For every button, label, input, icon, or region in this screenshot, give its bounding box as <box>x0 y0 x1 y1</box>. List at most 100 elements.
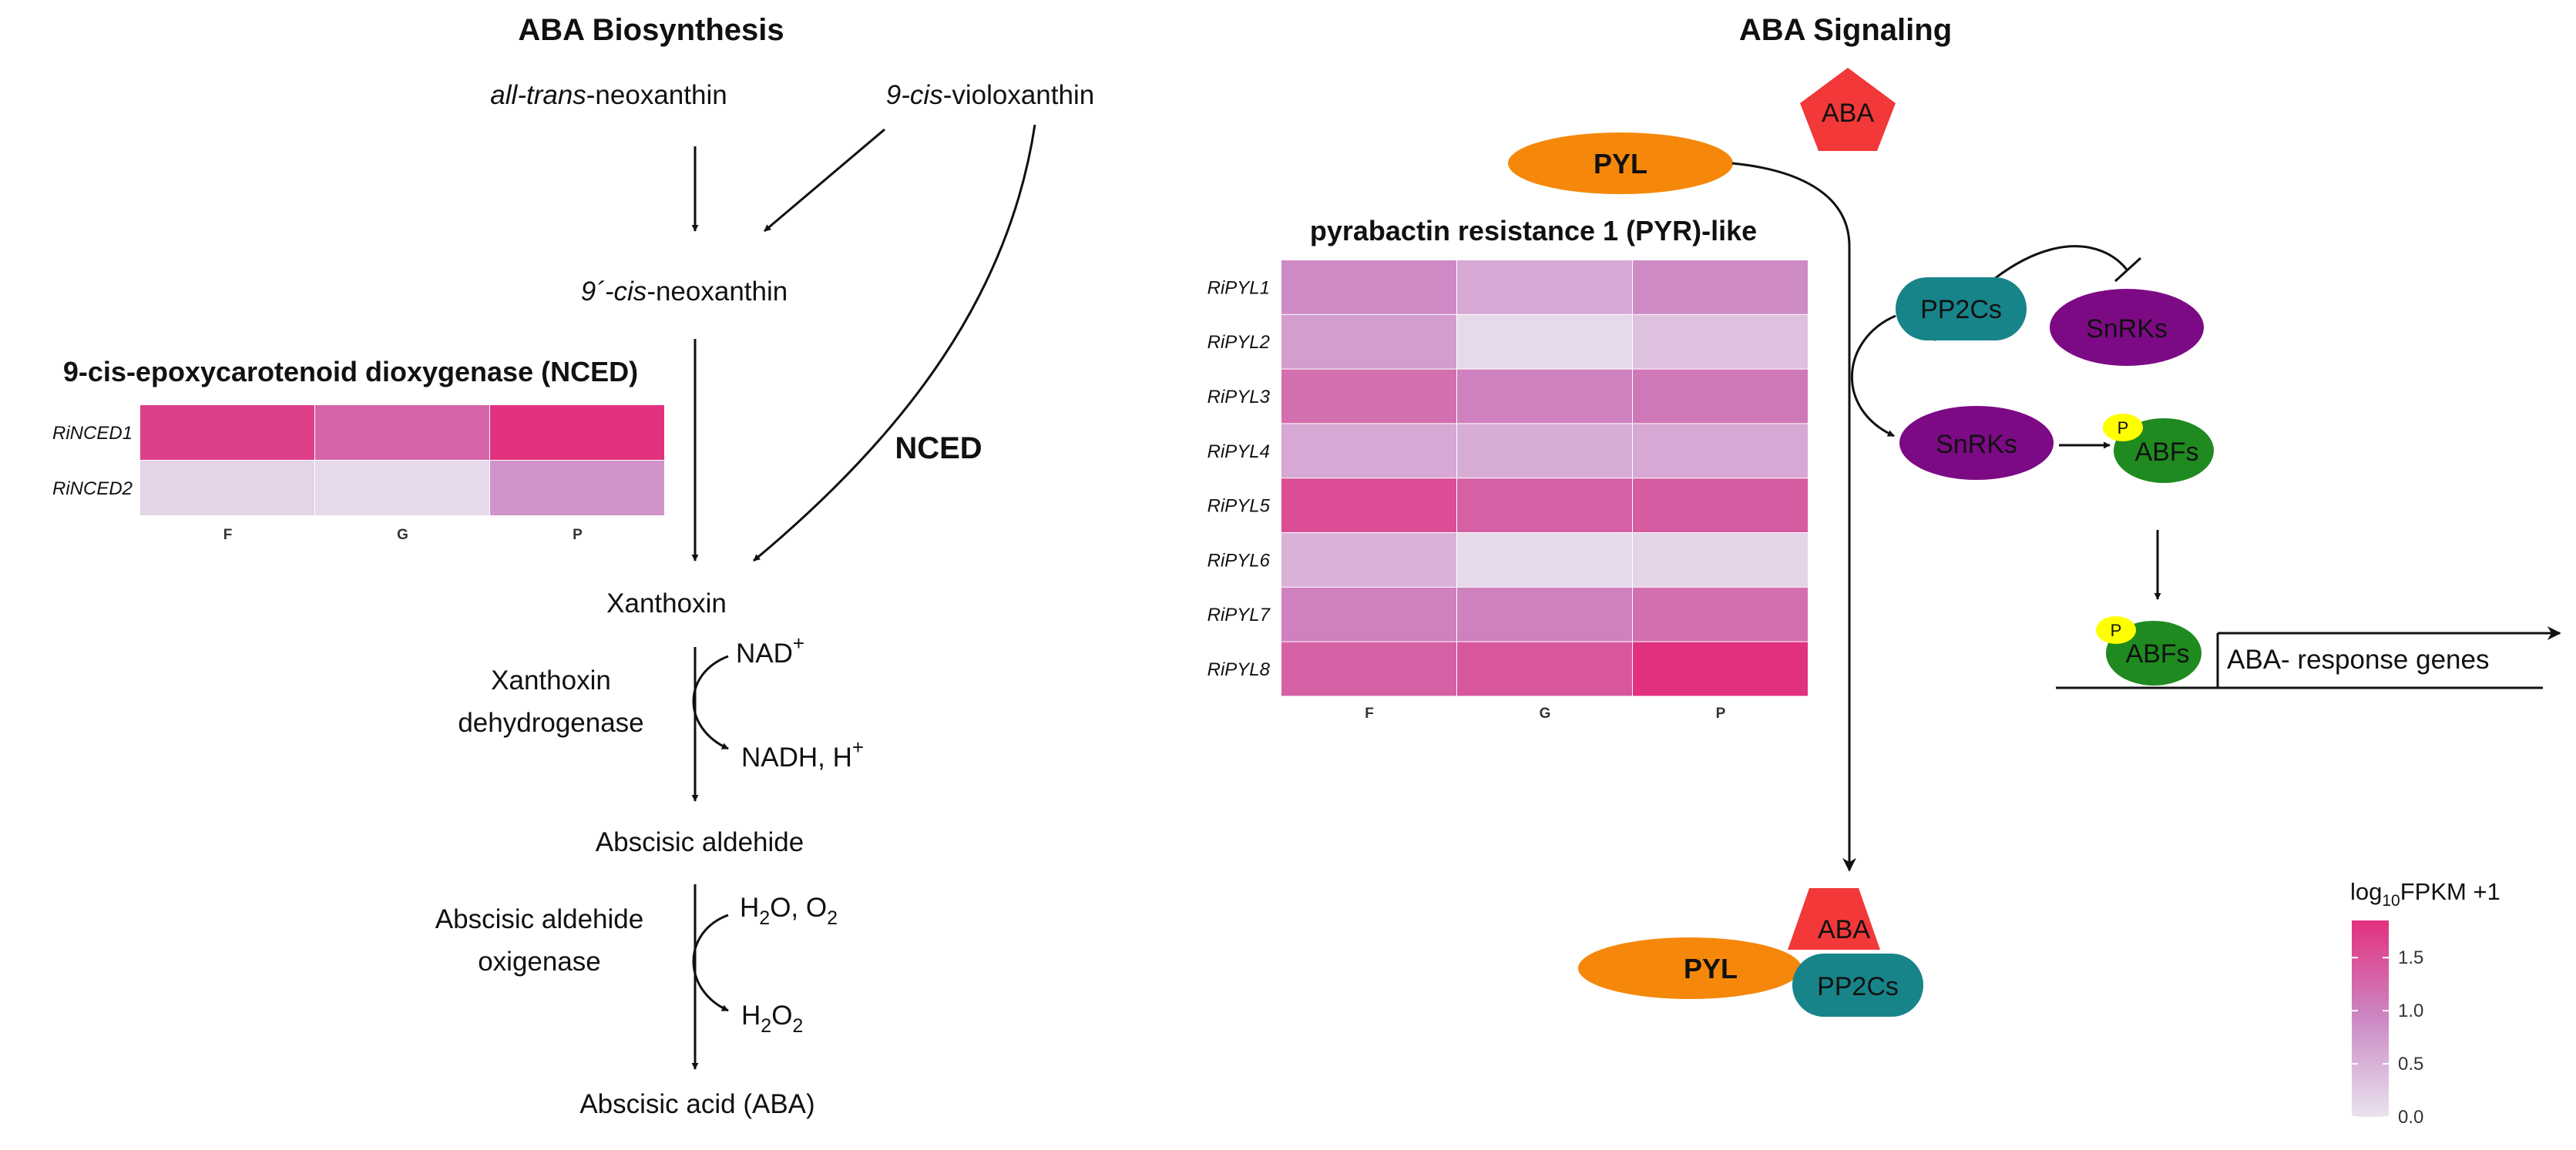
arrow-violoxanthin <box>764 128 885 233</box>
pyl-ellipse-bottom <box>1578 937 1802 999</box>
pyl-row-label: RiPYL8 <box>1207 659 1271 680</box>
nced-cell-RiNCED2-F <box>140 461 314 515</box>
nced-row-label: RiNCED2 <box>52 478 133 499</box>
nadh-label: NADH, H+ <box>741 736 864 773</box>
pyl-cell-RiPYL1-P <box>1633 260 1808 314</box>
nced-heatmap-title: 9-cis-epoxycarotenoid dioxygenase (NCED) <box>63 356 638 387</box>
pp2cs-pill-top <box>1896 277 2027 340</box>
pyl-cell-RiPYL5-G <box>1457 478 1632 532</box>
pyl-cell-RiPYL5-F <box>1281 478 1456 532</box>
pyl-cell-RiPYL6-F <box>1281 533 1456 587</box>
nced-col-label: G <box>397 527 408 543</box>
p-label-top: P <box>2118 418 2129 438</box>
aba-label-bottom: ABA <box>1818 915 1870 944</box>
abscisic-acid-label: Abscisic acid (ABA) <box>579 1089 814 1119</box>
legend-tick-label: 0.5 <box>2398 1054 2423 1075</box>
p-label-bound: P <box>2111 621 2122 640</box>
release-arrow <box>1851 314 1896 438</box>
inhibition-bar <box>2114 256 2142 283</box>
pyl-label-top: PYL <box>1594 148 1647 179</box>
pyl-col-label: F <box>1365 706 1374 722</box>
h2o-o2-label: H2O, O2 <box>740 893 838 929</box>
pyl-cell-RiPYL2-G <box>1457 314 1632 369</box>
pyl-label-bottom: PYL <box>1684 953 1738 984</box>
pyl-heatmap: RiPYL1RiPYL2RiPYL3RiPYL4RiPYL5RiPYL6RiPY… <box>1207 260 1808 722</box>
arrow-h2o-to-h2o2 <box>692 914 729 1012</box>
pyl-cell-RiPYL6-G <box>1457 533 1632 587</box>
nced-col-label: P <box>573 527 583 543</box>
pyl-row-label: RiPYL1 <box>1207 277 1270 298</box>
pyl-cell-RiPYL8-F <box>1281 642 1456 696</box>
pyl-cell-RiPYL8-G <box>1457 642 1632 696</box>
aba-response-genes-label: ABA- response genes <box>2227 645 2489 675</box>
pyl-row-label: RiPYL5 <box>1207 496 1271 517</box>
biosynthesis-title: ABA Biosynthesis <box>518 13 784 47</box>
snrks-label-bound: SnRKs <box>2086 314 2168 344</box>
signal-main-arrow <box>1731 162 1856 872</box>
all-trans-neoxanthin-label: all-trans-neoxanthin <box>490 80 727 110</box>
aldehide-oxigenase-line2: oxigenase <box>478 947 601 977</box>
pyl-ellipse-top <box>1508 132 1733 194</box>
pyl-cell-RiPYL6-P <box>1633 533 1808 587</box>
pyl-cell-RiPYL3-P <box>1633 369 1808 424</box>
pyl-cell-RiPYL1-F <box>1281 260 1456 314</box>
9-cis-neoxanthin-label: 9´-cis-neoxanthin <box>581 277 788 307</box>
pyl-row-label: RiPYL4 <box>1207 441 1270 462</box>
abfs-label-top: ABFs <box>2134 438 2198 467</box>
abscisic-aldehide-label: Abscisic aldehide <box>596 827 804 857</box>
pyl-heatmap-title: pyrabactin resistance 1 (PYR)-like <box>1310 215 1757 246</box>
nced-cell-RiNCED2-G <box>315 461 489 515</box>
legend-colorbar <box>2352 920 2389 1117</box>
phospho-p-top <box>2103 414 2143 441</box>
xanthoxin-dehydrogenase-line1: Xanthoxin <box>491 666 611 696</box>
aba-label-top: ABA <box>1822 99 1874 128</box>
legend-tick-label: 1.5 <box>2398 947 2423 968</box>
legend-tick-label: 1.0 <box>2398 1001 2423 1021</box>
xanthoxin-label: Xanthoxin <box>606 588 727 619</box>
pp2cs-label-bottom: PP2Cs <box>1817 972 1899 1001</box>
pp2cs-pill-bottom <box>1792 954 1923 1017</box>
pyl-cell-RiPYL8-P <box>1633 642 1808 696</box>
nced-row-label: RiNCED1 <box>52 423 133 444</box>
pyl-cell-RiPYL7-F <box>1281 587 1456 642</box>
signaling-title: ABA Signaling <box>1739 13 1952 47</box>
pyl-cell-RiPYL3-F <box>1281 369 1456 424</box>
pp2cs-label-top: PP2Cs <box>1920 295 2002 324</box>
pyl-cell-RiPYL4-F <box>1281 424 1456 478</box>
nced-col-label: F <box>223 527 233 543</box>
snrks-label-free: SnRKs <box>1936 430 2017 459</box>
aba-pentagon-top <box>1800 68 1896 151</box>
nced-cell-RiNCED1-P <box>490 405 664 460</box>
nced-cell-RiNCED1-G <box>315 405 489 460</box>
nced-cell-RiNCED1-F <box>140 405 314 460</box>
phospho-p-bound <box>2096 616 2136 644</box>
legend-tick-label: 0.0 <box>2398 1107 2423 1128</box>
aba-trapezoid-bottom <box>1788 888 1880 950</box>
nad-plus-label: NAD+ <box>736 632 804 669</box>
pyl-col-label: G <box>1540 706 1551 722</box>
pyl-row-label: RiPYL2 <box>1207 332 1270 353</box>
legend-ticks: 1.5 1.0 0.5 0.0 <box>2352 947 2423 1128</box>
pyl-cell-RiPYL1-G <box>1457 260 1632 314</box>
snrks-ellipse-bound <box>2050 289 2204 366</box>
legend-title: log10FPKM +1 <box>2350 878 2500 910</box>
pyl-cell-RiPYL3-G <box>1457 369 1632 424</box>
pyl-col-label: P <box>1716 706 1726 722</box>
nced-cell-RiNCED2-P <box>490 461 664 515</box>
pyl-cell-RiPYL5-P <box>1633 478 1808 532</box>
pyl-cell-RiPYL7-P <box>1633 587 1808 642</box>
pyl-row-label: RiPYL3 <box>1207 387 1271 407</box>
arrow-nced-curve <box>753 124 1036 562</box>
aldehide-oxigenase-line1: Abscisic aldehide <box>435 904 643 934</box>
h2o2-label: H2O2 <box>741 1001 803 1037</box>
snrks-ellipse-free <box>1899 406 2054 480</box>
pyl-cell-RiPYL2-P <box>1633 314 1808 369</box>
xanthoxin-dehydrogenase-line2: dehydrogenase <box>458 708 643 738</box>
arrow-nad-to-nadh <box>692 655 729 750</box>
pyl-cell-RiPYL7-G <box>1457 587 1632 642</box>
pyl-cell-RiPYL2-F <box>1281 314 1456 369</box>
9-cis-violoxanthin-label: 9-cis-violoxanthin <box>886 80 1094 110</box>
